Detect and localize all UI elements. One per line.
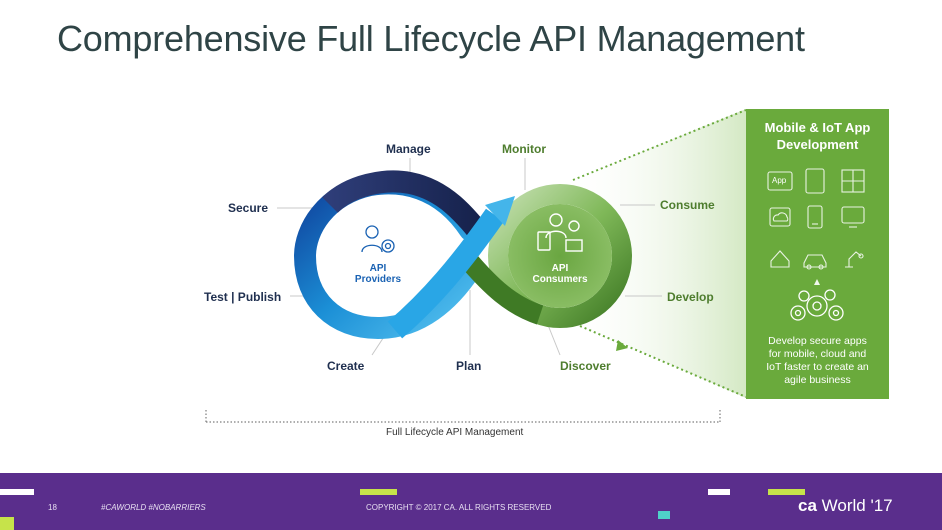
robot-arm-icon (845, 251, 864, 268)
slide-title: Comprehensive Full Lifecycle API Managem… (57, 18, 805, 59)
footer-accent-lime-right (768, 489, 805, 495)
providers-label: API Providers (348, 263, 408, 285)
providers-label-line1: API (369, 263, 387, 274)
providers-icon (361, 225, 395, 253)
panel-icons (767, 168, 865, 321)
cone-top-line (572, 109, 747, 181)
gears-icon (790, 289, 844, 321)
crossing-sweep (387, 208, 505, 339)
footer-accent-lime-corner (0, 517, 14, 530)
consumers-icon (537, 213, 583, 252)
panel-title-line2: Development (776, 137, 859, 152)
ca-world-logo: ca World '17 (798, 496, 893, 516)
cloud-icon (769, 207, 791, 227)
label-manage: Manage (386, 142, 431, 156)
label-secure: Secure (228, 201, 269, 215)
app-icon-text: App (772, 176, 787, 185)
footer-accent-white-right (708, 489, 730, 495)
consumers-label-line2: Consumers (532, 274, 588, 285)
panel-title: Mobile & IoT App Development (746, 119, 889, 153)
mobile-iot-panel: Mobile & IoT App Development App (746, 109, 889, 399)
phone-icon (807, 205, 823, 229)
app-icon (767, 171, 793, 191)
lifecycle-bracket (205, 410, 721, 423)
lifecycle-diagram (205, 109, 747, 423)
bracket-label: Full Lifecycle API Management (386, 427, 524, 438)
consumers-label: API Consumers (526, 263, 594, 285)
panel-desc-line4: agile business (784, 374, 851, 386)
projection-cone (560, 109, 746, 398)
panel-desc-line1: Develop secure apps (768, 335, 867, 347)
consumers-label-line1: API (551, 263, 569, 274)
grid-icon (841, 169, 865, 193)
panel-desc-line3: IoT faster to create an (766, 361, 869, 373)
label-plan: Plan (456, 359, 482, 373)
label-monitor: Monitor (502, 142, 546, 156)
house-icon (770, 250, 790, 268)
footer-page-number: 18 (48, 503, 57, 512)
footer-accent-lime-mid (360, 489, 397, 495)
consumers-loop-fill (508, 204, 612, 308)
footer-accent-white-left (0, 489, 34, 495)
cone-bottom-line (579, 325, 747, 398)
label-discover: Discover (560, 359, 611, 373)
logo-ca: ca (798, 496, 817, 515)
providers-label-line2: Providers (354, 274, 402, 285)
footer-copyright: COPYRIGHT © 2017 CA. ALL RIGHTS RESERVED (366, 503, 552, 512)
monitor-icon (841, 206, 865, 228)
label-develop: Develop (667, 290, 714, 304)
footer-accent-teal (658, 511, 670, 519)
car-icon (803, 254, 827, 270)
panel-title-line1: Mobile & IoT App (764, 120, 871, 135)
logo-world: World '17 (821, 496, 893, 515)
consumers-loop-ring (488, 184, 632, 328)
tablet-icon (805, 168, 825, 194)
providers-loop-navy (322, 170, 494, 247)
footer-hashtags: #CAWORLD #NOBARRIERS (101, 503, 206, 512)
cone-arrow-head (616, 340, 628, 351)
panel-description: Develop secure apps for mobile, cloud an… (750, 335, 885, 387)
panel-desc-line2: for mobile, cloud and (768, 348, 867, 360)
label-test-publish: Test | Publish (204, 290, 282, 304)
footer-bar (0, 473, 942, 530)
label-consume: Consume (660, 198, 715, 212)
label-create: Create (327, 359, 365, 373)
